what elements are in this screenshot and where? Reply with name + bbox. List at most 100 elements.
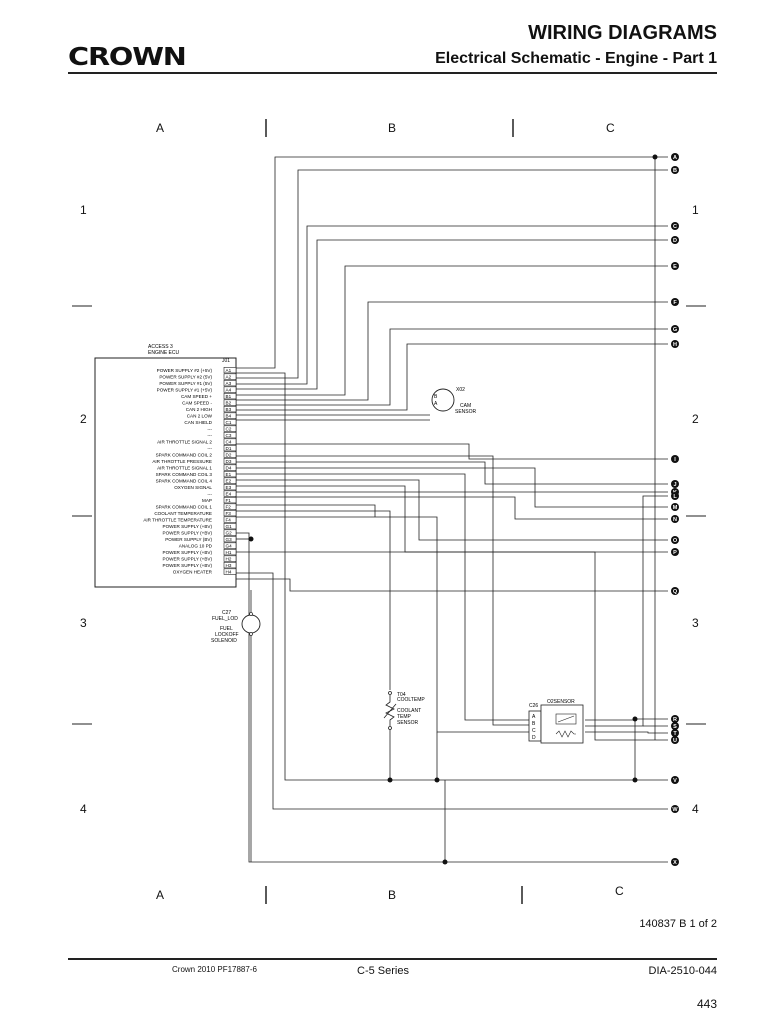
header-rule: [68, 72, 717, 74]
connector-letter: O: [673, 538, 678, 544]
connector-marker: [671, 503, 679, 511]
ecu-pin-label: OXYGEN HEATER: [173, 569, 213, 574]
ecu-pin-id: D4: [226, 465, 232, 470]
ecu-title-1: ACCESS 3: [148, 344, 173, 350]
connector-marker: [671, 325, 679, 333]
connector-marker: [671, 729, 679, 737]
connector-marker: [671, 236, 679, 244]
ecu-pin-label: ANALOG 10 PD: [179, 543, 213, 548]
ecu-pin-box: [223, 451, 237, 458]
ecu-pin-id: H3: [226, 563, 232, 568]
connector-letter: R: [673, 717, 677, 723]
ecu-pin-box: [223, 425, 237, 432]
ecu-pin-box: [223, 405, 237, 413]
ecu-pin-id: G3: [226, 537, 233, 542]
connector-marker: [671, 536, 679, 544]
ecu-pin-label: POWER SUPPLY #1 (5V): [159, 381, 212, 386]
connector-letter: A: [673, 155, 677, 161]
connector-letter: N: [673, 517, 677, 523]
connector-letter: I: [674, 457, 676, 463]
connector-letter: X: [673, 860, 677, 866]
ecu-pin-box: [223, 412, 237, 419]
ecu-pin-id: C3: [226, 433, 232, 438]
ecu-pin-box: [223, 379, 237, 387]
connector-marker: [671, 492, 679, 500]
connector-marker: [671, 480, 679, 488]
connector-letter: P: [673, 550, 677, 556]
zone-col-a-top: A: [156, 121, 165, 135]
ecu-pin-box: [223, 399, 237, 406]
connector-markers: ABCDEFGHIJKLMNOPQRSTUVWX: [671, 153, 679, 866]
cam-sensor: B A X02 CAM SENSOR: [431, 387, 477, 415]
wire-harness: [236, 156, 668, 863]
zone-col-a-bottom: A: [156, 888, 165, 902]
ecu-pin-box: [223, 392, 237, 400]
connector-letter: E: [673, 264, 677, 270]
connector-letter: D: [673, 238, 677, 244]
zone-row-3-right: 3: [692, 616, 699, 630]
connector-letter: S: [673, 724, 677, 730]
ecu-pin-label: CAN 2 HIGH: [186, 407, 212, 412]
connector-letter: B: [673, 168, 677, 174]
ecu-pin-box: [223, 431, 237, 439]
ecu-pin-id: B3: [226, 407, 232, 412]
drawing-number: 140837 B 1 of 2: [639, 918, 717, 930]
copyright-text: Crown 2010 PF17887-6: [172, 965, 257, 974]
o2-title: O2SENSOR: [547, 699, 575, 705]
ecu-pin-box: [223, 568, 237, 575]
ecu-pin-id: E3: [226, 485, 232, 490]
solenoid-line-2: FUEL: [220, 626, 233, 632]
connector-letter: H: [673, 342, 677, 348]
page-title: WIRING DIAGRAMS: [528, 22, 717, 44]
ecu-pin-label: POWER SUPPLY #2 (+5V): [157, 368, 213, 373]
ecu-pin-id: A4: [226, 387, 232, 392]
ecu-pin-id: D1: [226, 446, 232, 451]
connector-marker: [671, 736, 679, 744]
connector-marker: [671, 153, 679, 161]
coolant-line-2: COOLANT: [397, 708, 421, 714]
ecu-pin-label: ---: [207, 426, 212, 431]
ecu-pin-box: [223, 483, 237, 491]
ecu-pin-box: [223, 386, 237, 393]
connector-marker: [671, 858, 679, 866]
ecu-pin-label: SPARK COMMAND COIL 1: [156, 504, 213, 509]
zone-row-3-left: 3: [80, 616, 87, 630]
ecu-pin-id: D3: [226, 459, 232, 464]
solenoid-id: C27: [222, 610, 231, 616]
cam-pin-a: A: [434, 401, 438, 407]
zone-row-1-left: 1: [80, 203, 87, 217]
o2-sensor: C26 O2SENSOR A B C D: [528, 699, 584, 744]
coolant-line-3: TEMP: [397, 714, 412, 720]
ecu-pin-id: G4: [226, 543, 233, 548]
connector-letter: W: [672, 807, 678, 813]
connector-letter: V: [673, 778, 677, 784]
ecu-pin-id: E2: [226, 478, 232, 483]
ecu-pin-label: POWER SUPPLY (+BV): [163, 524, 213, 529]
ecu-pin-label: CAM SPEED -: [182, 400, 212, 405]
ecu-pin-box: [223, 561, 237, 569]
ecu-pin-label: AIR THROTTLE SIGNAL 2: [157, 439, 212, 444]
o2-pin-b: B: [532, 721, 536, 727]
cam-pin-b: B: [434, 394, 438, 400]
series-text: C-5 Series: [357, 965, 409, 977]
connector-marker: [671, 222, 679, 230]
o2-pin-c: C: [532, 728, 536, 734]
ecu-pin-label: SPARK COMMAND COIL 3: [156, 472, 213, 477]
ecu-pin-id: C4: [226, 439, 232, 444]
ecu-pin-label: MAP: [202, 498, 212, 503]
ecu-pin-box: [223, 516, 237, 523]
ecu-pin-id: E1: [226, 472, 232, 477]
ecu-pin-label: POWER SUPPLY (+BV): [163, 530, 213, 535]
ecu-pin-label: POWER SUPPLY (+BV): [163, 563, 213, 568]
ecu-pin-id: B2: [226, 400, 232, 405]
ecu-pin-box: [223, 457, 237, 465]
zone-row-4-left: 4: [80, 802, 87, 816]
ecu-pin-label: AIR THROTTLE SIGNAL 1: [157, 465, 212, 470]
ecu-pin-box: [223, 438, 237, 445]
o2-id: C26: [529, 703, 538, 709]
ecu-pin-box: [223, 418, 237, 426]
connector-letter: U: [673, 738, 677, 744]
ecu-pin-label: POWER SUPPLY (BV): [165, 537, 212, 542]
ecu-pin-label: AIR THROTTLE TEMPERATURE: [143, 517, 212, 522]
